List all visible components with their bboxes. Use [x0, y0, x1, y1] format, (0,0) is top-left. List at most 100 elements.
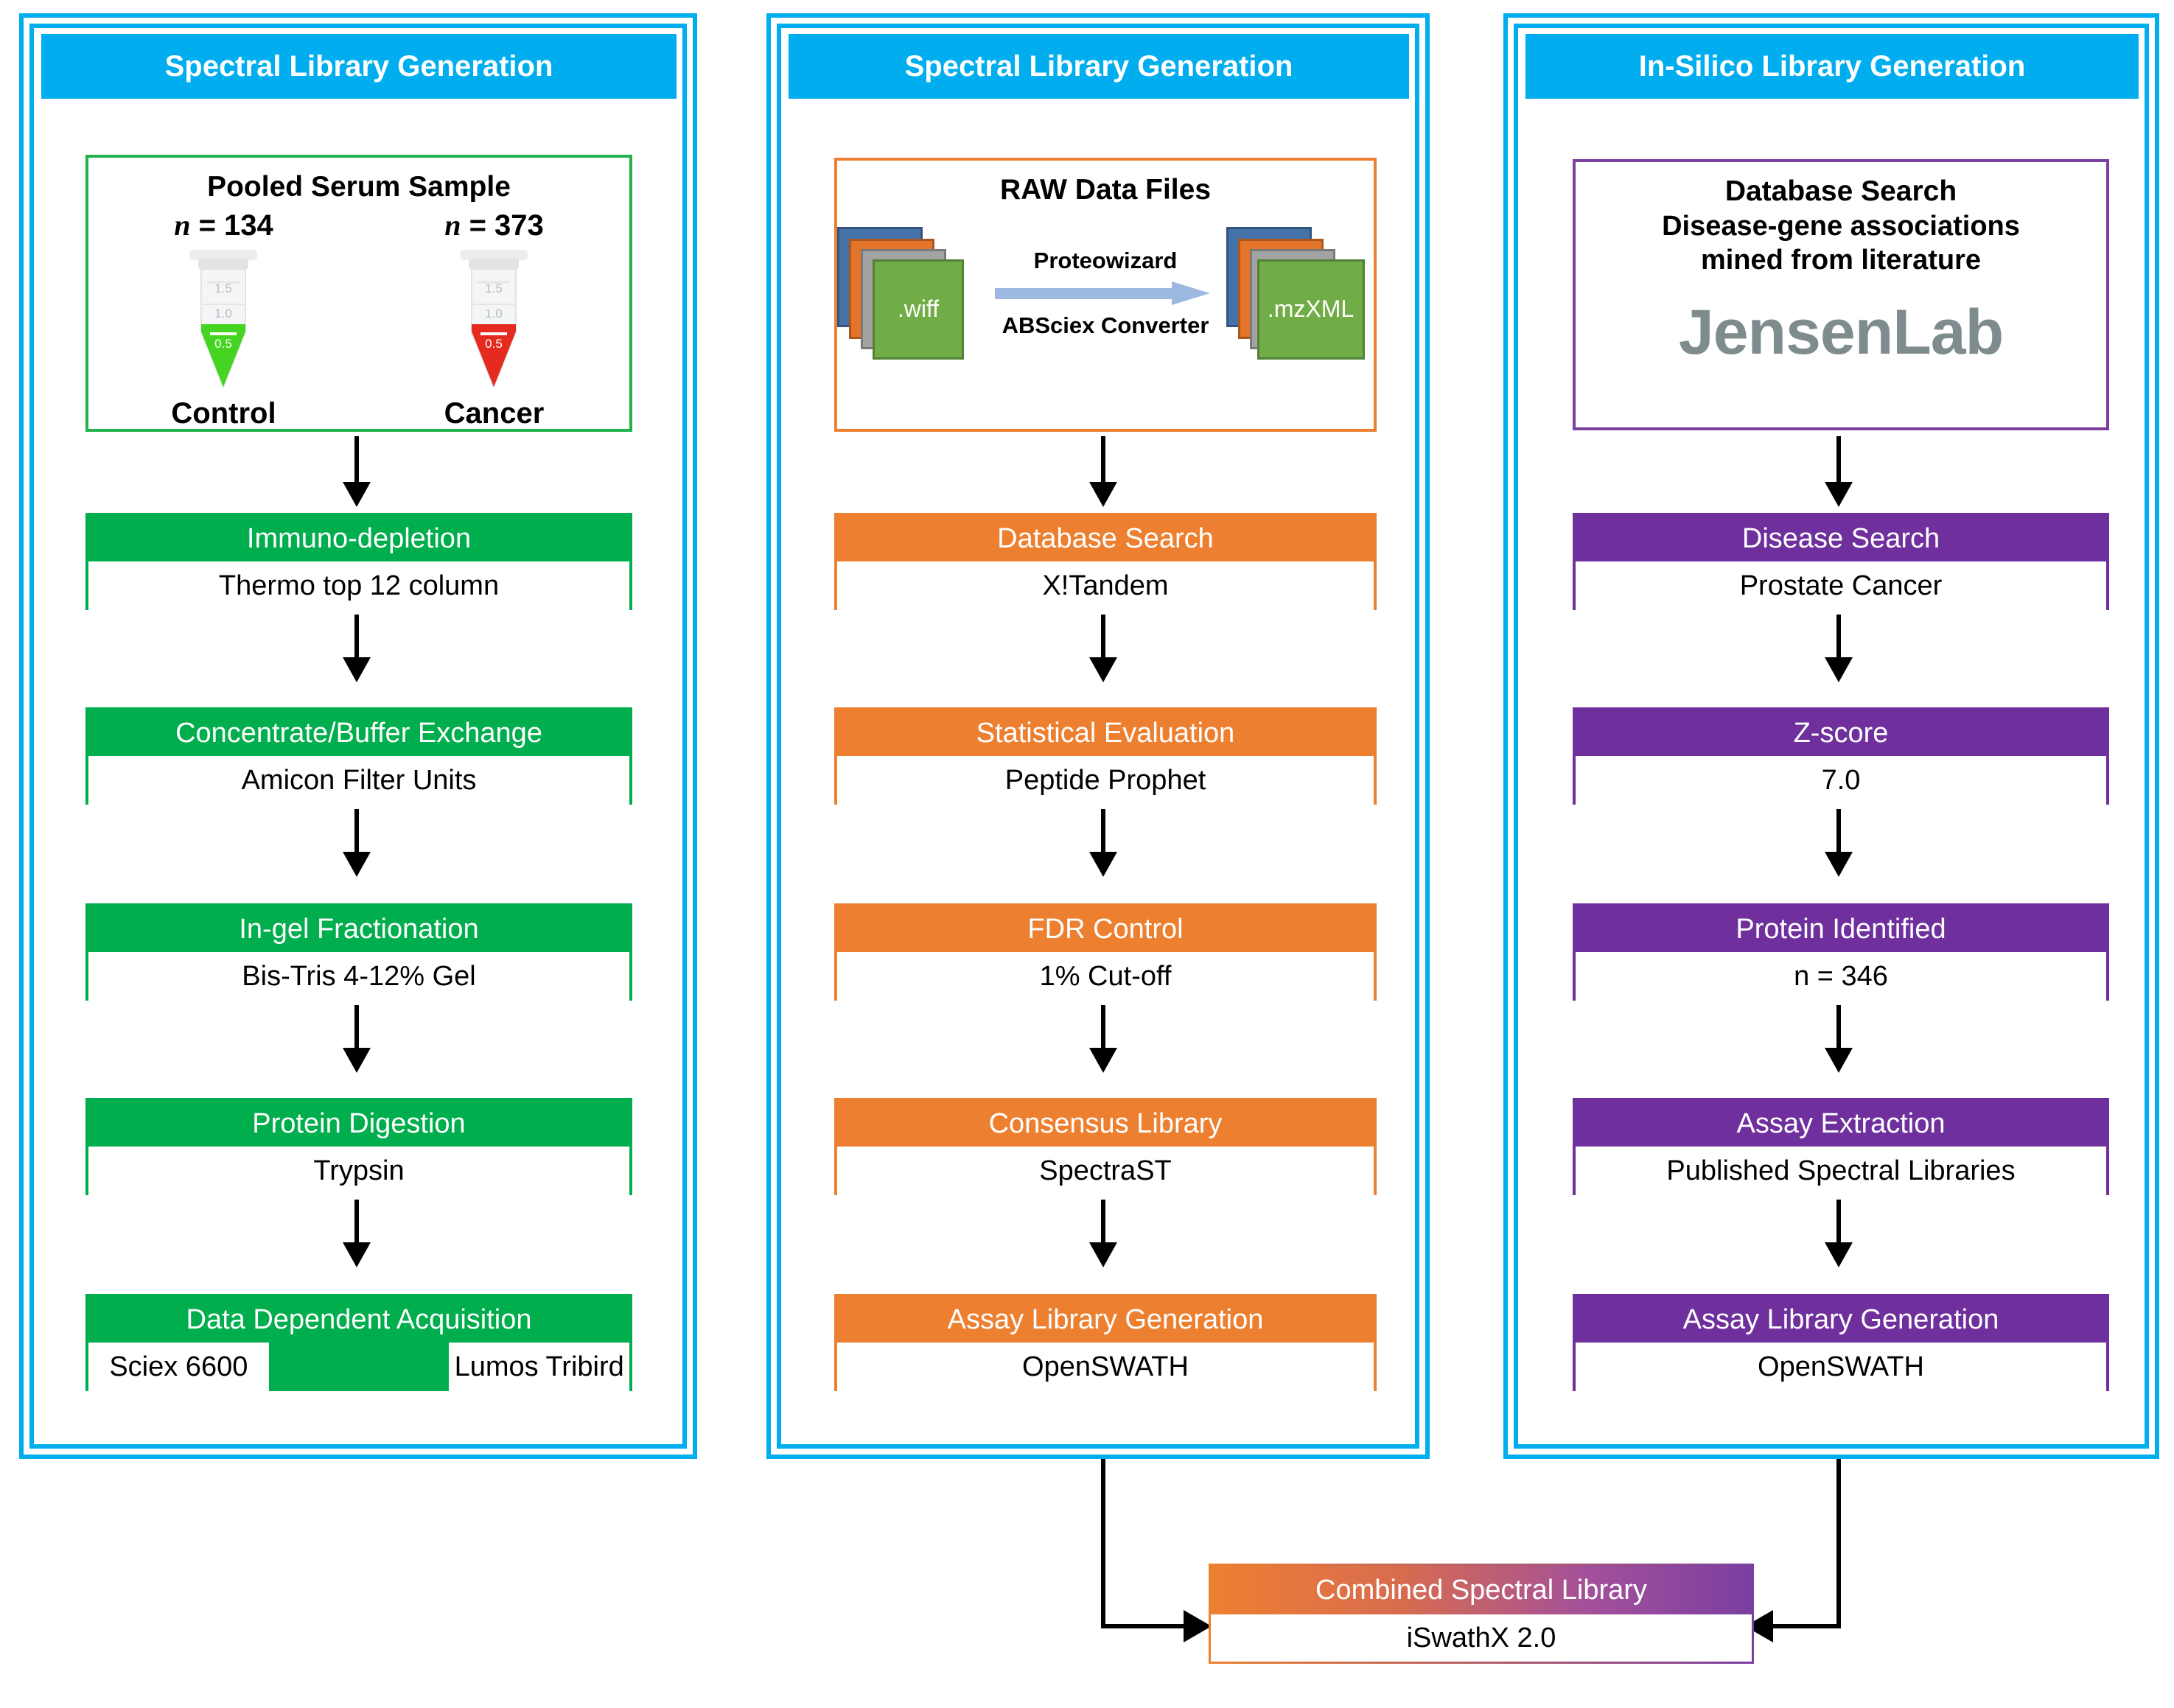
stage-box: Protein Identified n = 346: [1573, 903, 2109, 1001]
file-sheet-green: .wiff: [873, 259, 964, 360]
flow-arrow-shaft: [1836, 809, 1841, 855]
flow-arrow-head: [1089, 852, 1117, 877]
stage-title: Disease Search: [1576, 516, 2106, 561]
svg-text:1.5: 1.5: [486, 281, 503, 295]
panel-title-1: Pooled Serum Sample: [207, 171, 511, 203]
flow-arrow-shaft: [354, 1200, 359, 1245]
connector-mid-vertical: [1101, 1459, 1105, 1628]
tube-label-control: Control: [171, 396, 276, 430]
mzxml-extension-label: .mzXML: [1267, 295, 1355, 323]
stage-title: In-gel Fractionation: [88, 906, 629, 952]
flow-arrow-head: [1825, 482, 1853, 507]
stage-body: n = 346: [1576, 952, 2106, 1001]
flow-arrow-head: [343, 852, 371, 877]
connector-right-vertical: [1836, 1459, 1841, 1628]
stage-title: Concentrate/Buffer Exchange: [88, 710, 629, 756]
flow-arrow-shaft: [354, 1005, 359, 1051]
stage-body: Thermo top 12 column: [88, 561, 629, 610]
svg-text:0.5: 0.5: [215, 337, 233, 351]
flow-arrow-shaft: [1101, 1200, 1105, 1245]
panel-title-3: Database Search: [1724, 175, 1957, 207]
flow-arrow-head: [1089, 482, 1117, 507]
stage-body: Amicon Filter Units: [88, 756, 629, 805]
stage-title: Data Dependent Acquisition: [88, 1297, 629, 1343]
stage-title: Consensus Library: [837, 1101, 1374, 1147]
microcentrifuge-tube-icon: 1.5 1.0 0.5: [189, 249, 258, 389]
tube-label-cancer: Cancer: [444, 396, 545, 430]
stage-box: Assay Library Generation OpenSWATH: [1573, 1294, 2109, 1391]
stage-title: Statistical Evaluation: [837, 710, 1374, 756]
pooled-serum-panel: Pooled Serum Sample n = 134 1.5 1.0 0.5 …: [85, 155, 632, 432]
stage-body: SpectraST: [837, 1147, 1374, 1195]
stage-body: X!Tandem: [837, 561, 1374, 610]
svg-text:1.0: 1.0: [215, 307, 233, 321]
combined-body: iSwathX 2.0: [1211, 1614, 1752, 1662]
stage-body: Prostate Cancer: [1576, 561, 2106, 610]
stage-body-left: Sciex 6600: [109, 1351, 248, 1382]
stage-body: Published Spectral Libraries: [1576, 1147, 2106, 1195]
column-inner-1: [29, 24, 687, 1449]
flow-arrow-shaft: [1836, 436, 1841, 485]
stage-title: Database Search: [837, 516, 1374, 561]
file-conversion-graphic: .wiff Proteowizard ABSciex Converter .mz…: [837, 226, 1374, 360]
stage-box: Statistical Evaluation Peptide Prophet: [834, 707, 1377, 805]
flow-arrow-head: [343, 657, 371, 682]
stage-title: Assay Extraction: [1576, 1101, 2106, 1147]
jensenlab-logo: JensenLab: [1678, 297, 2004, 368]
column-header-3: In-Silico Library Generation: [1525, 34, 2139, 99]
flow-arrow-head: [1089, 1048, 1117, 1073]
flow-arrow-head: [343, 1242, 371, 1267]
panel-subtitle-line1: Disease-gene associations: [1662, 210, 2020, 242]
connector-right-horizontal: [1772, 1624, 1841, 1628]
stage-body-right: Lumos Tribird: [454, 1351, 624, 1382]
stage-box: FDR Control 1% Cut-off: [834, 903, 1377, 1001]
flow-arrow-head: [1089, 657, 1117, 682]
stage-body: 1% Cut-off: [837, 952, 1374, 1001]
flow-arrow-shaft: [354, 615, 359, 660]
stage-body: OpenSWATH: [1576, 1343, 2106, 1391]
stage-box: Immuno-depletion Thermo top 12 column: [85, 513, 632, 610]
tube-cell-control: n = 134 1.5 1.0 0.5 Control: [102, 208, 345, 430]
stage-box: Database Search X!Tandem: [834, 513, 1377, 610]
combined-spectral-library-box: Combined Spectral Library iSwathX 2.0: [1209, 1564, 1754, 1664]
flow-arrow-head: [1825, 657, 1853, 682]
flow-arrow-shaft: [1101, 809, 1105, 855]
stage-title: Protein Digestion: [88, 1101, 629, 1147]
stage-box: Assay Extraction Published Spectral Libr…: [1573, 1098, 2109, 1195]
flow-arrow-head: [1825, 1048, 1853, 1073]
stage-box: Disease Search Prostate Cancer: [1573, 513, 2109, 610]
stage-title: Assay Library Generation: [837, 1297, 1374, 1343]
flow-arrow-shaft: [1836, 1200, 1841, 1245]
jensenlab-panel: Database Search Disease-gene association…: [1573, 159, 2109, 430]
flow-arrow-head: [1089, 1242, 1117, 1267]
flow-arrow-head: [343, 482, 371, 507]
stage-body: OpenSWATH: [837, 1343, 1374, 1391]
stage-body: Peptide Prophet: [837, 756, 1374, 805]
flow-arrow-shaft: [1101, 1005, 1105, 1051]
flow-arrow-shaft: [354, 436, 359, 485]
stage-box: Assay Library Generation OpenSWATH: [834, 1294, 1377, 1391]
stage-title: Assay Library Generation: [1576, 1297, 2106, 1343]
stage-box-dda: Data Dependent Acquisition Sciex 6600 Lu…: [85, 1294, 632, 1391]
mzxml-file-stack: .mzXML: [1226, 226, 1374, 360]
tube-cell-cancer: n = 373 1.5 1.0 0.5 Cancer: [372, 208, 615, 430]
stage-box: Z-score 7.0: [1573, 707, 2109, 805]
flow-arrow-head: [1825, 852, 1853, 877]
stage-box: Protein Digestion Trypsin: [85, 1098, 632, 1195]
stage-box: Consensus Library SpectraST: [834, 1098, 1377, 1195]
stage-body-split: Sciex 6600 Lumos Tribird: [88, 1343, 629, 1391]
panel-title-2: RAW Data Files: [999, 174, 1212, 206]
svg-text:0.5: 0.5: [486, 337, 503, 351]
stage-title: FDR Control: [837, 906, 1374, 952]
column-header-2: Spectral Library Generation: [789, 34, 1409, 99]
flow-arrow-head: [343, 1048, 371, 1073]
stage-title: Z-score: [1576, 710, 2106, 756]
stage-box: In-gel Fractionation Bis-Tris 4-12% Gel: [85, 903, 632, 1001]
tube-row: n = 134 1.5 1.0 0.5 Control n = 373: [88, 208, 629, 430]
stage-body-divider: [268, 1343, 450, 1391]
connector-mid-horizontal: [1101, 1624, 1189, 1628]
flow-arrow-shaft: [1836, 615, 1841, 660]
flow-arrow-shaft: [1836, 1005, 1841, 1051]
flow-arrow-shaft: [1101, 615, 1105, 660]
panel-subtitle-line2: mined from literature: [1700, 244, 1982, 276]
